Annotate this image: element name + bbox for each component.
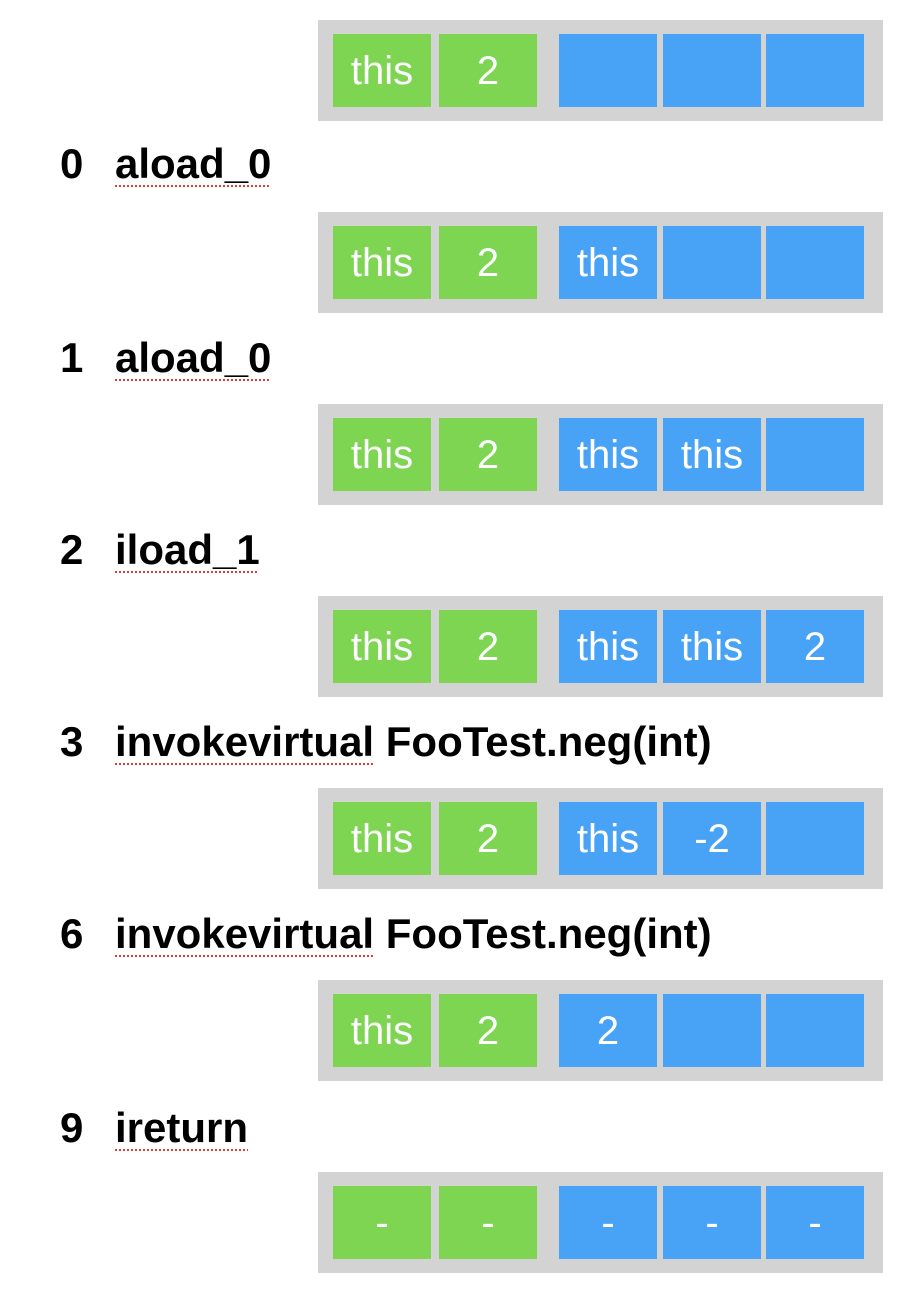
local-var-0: this (333, 34, 431, 107)
stack-slot-0: this (559, 610, 657, 683)
local-var-1: - (439, 1186, 537, 1259)
instruction-offset: 2 (60, 526, 84, 573)
instruction-opcode: aload_0 (115, 334, 272, 381)
local-var-1: 2 (439, 610, 537, 683)
local-var-0: this (333, 802, 431, 875)
frame-4: this 2 this -2 (318, 788, 883, 889)
local-var-1: 2 (439, 994, 537, 1067)
local-var-0: this (333, 610, 431, 683)
instruction-opcode: ireturn (115, 1104, 249, 1151)
instruction-opcode: aload_0 (115, 140, 272, 187)
stack-slot-1 (663, 34, 761, 107)
local-var-0: - (333, 1186, 431, 1259)
instruction-operand: FooTest.neg(int) (385, 910, 712, 957)
stack-slot-2: - (766, 1186, 864, 1259)
instruction-2: 2 iload_1 (60, 526, 260, 574)
frame-3: this 2 this this 2 (318, 596, 883, 697)
stack-slot-2 (766, 226, 864, 299)
stack-slot-1: - (663, 1186, 761, 1259)
stack-slot-0: this (559, 226, 657, 299)
instruction-opcode: invokevirtual (115, 718, 375, 765)
stack-slot-1 (663, 226, 761, 299)
stack-slot-1: this (663, 610, 761, 683)
stack-slot-2 (766, 994, 864, 1067)
instruction-5: 9 ireturn (60, 1104, 248, 1152)
frame-1: this 2 this (318, 212, 883, 313)
instruction-offset: 1 (60, 334, 84, 381)
frame-6: - - - - - (318, 1172, 883, 1273)
stack-slot-0: this (559, 418, 657, 491)
local-var-1: 2 (439, 802, 537, 875)
local-var-1: 2 (439, 418, 537, 491)
stack-slot-0: this (559, 802, 657, 875)
instruction-offset: 9 (60, 1104, 84, 1151)
stack-slot-2: 2 (766, 610, 864, 683)
frame-2: this 2 this this (318, 404, 883, 505)
local-var-0: this (333, 226, 431, 299)
stack-slot-1 (663, 994, 761, 1067)
instruction-operand: FooTest.neg(int) (385, 718, 712, 765)
instruction-1: 1 aload_0 (60, 334, 271, 382)
instruction-offset: 6 (60, 910, 84, 957)
stack-slot-1: this (663, 418, 761, 491)
instruction-0: 0 aload_0 (60, 140, 271, 188)
stack-slot-0 (559, 34, 657, 107)
stack-slot-1: -2 (663, 802, 761, 875)
stack-slot-2 (766, 34, 864, 107)
stack-slot-2 (766, 418, 864, 491)
local-var-1: 2 (439, 34, 537, 107)
stack-slot-2 (766, 802, 864, 875)
instruction-opcode: iload_1 (115, 526, 260, 573)
instruction-offset: 0 (60, 140, 84, 187)
local-var-0: this (333, 994, 431, 1067)
stack-slot-0: 2 (559, 994, 657, 1067)
frame-5: this 2 2 (318, 980, 883, 1081)
local-var-1: 2 (439, 226, 537, 299)
instruction-opcode: invokevirtual (115, 910, 375, 957)
instruction-4: 6 invokevirtual FooTest.neg(int) (60, 910, 712, 958)
instruction-3: 3 invokevirtual FooTest.neg(int) (60, 718, 712, 766)
stack-slot-0: - (559, 1186, 657, 1259)
instruction-offset: 3 (60, 718, 84, 765)
frame-0: this 2 (318, 20, 883, 121)
local-var-0: this (333, 418, 431, 491)
